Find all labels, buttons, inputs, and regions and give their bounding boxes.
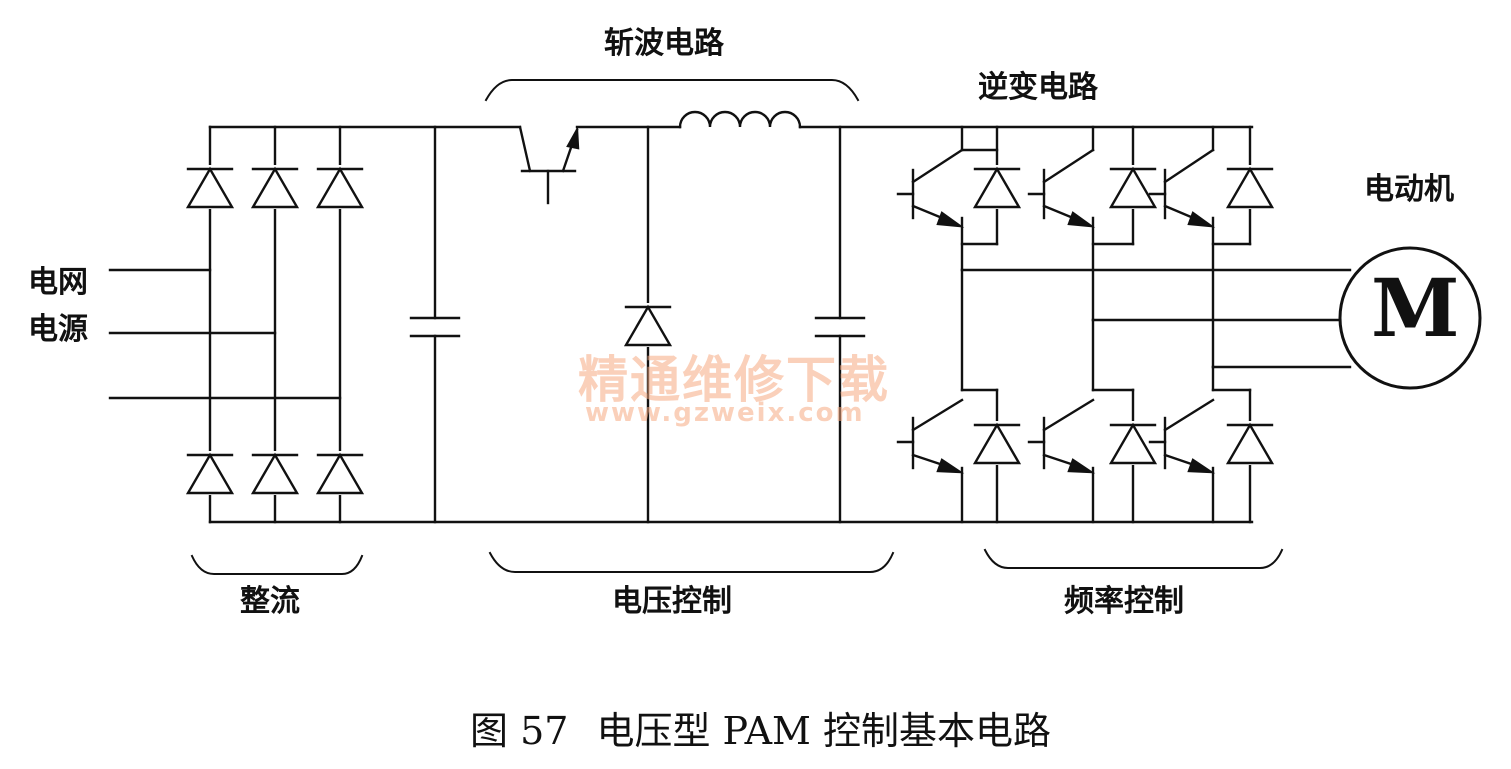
rectify-bracket	[190, 554, 364, 575]
filter-capacitor	[409, 125, 461, 524]
grid-source-label: 电网 电源	[28, 260, 88, 353]
figure-number: 图 57	[470, 709, 569, 753]
voltage-control-bracket	[488, 551, 895, 573]
motor-symbol	[1338, 246, 1482, 390]
watermark-text: 精通维修下载	[578, 351, 890, 409]
inverter-upper-leg-1	[896, 125, 1023, 272]
chopper-circuit-label: 斩波电路	[604, 26, 724, 61]
rectifier-diode	[249, 165, 301, 209]
chopper-bracket	[484, 79, 860, 102]
inverter-lower-leg-3	[1148, 388, 1276, 524]
rectifier-diode	[184, 165, 236, 209]
rectify-label: 整流	[240, 584, 300, 619]
frequency-control-bracket	[983, 548, 1284, 569]
inverter-upper-leg-2	[1027, 125, 1159, 322]
rectifier-diode	[314, 451, 366, 495]
choke-inductor	[678, 110, 1254, 129]
watermark-url: www.gzweix.com	[585, 398, 865, 428]
inverter-lower-leg-1	[896, 388, 1023, 524]
voltage-control-label: 电压控制	[612, 584, 732, 619]
motor-label: 电动机	[1364, 172, 1454, 207]
figure-title: 电压型 PAM 控制基本电路	[596, 709, 1052, 753]
rectifier-diode	[184, 451, 236, 495]
smoothing-capacitor	[814, 125, 866, 524]
inverter-circuit-label: 逆变电路	[978, 70, 1098, 105]
freewheel-diode	[622, 125, 674, 524]
motor-phase-lines	[960, 268, 1352, 392]
rectifier-bridge	[108, 125, 1254, 524]
inverter-lower-leg-2	[1027, 388, 1159, 524]
frequency-control-label: 频率控制	[1064, 584, 1184, 619]
inverter-upper-leg-3	[1148, 125, 1276, 369]
rectifier-diode	[249, 451, 301, 495]
motor-letter: M	[1371, 261, 1460, 355]
chopper-transistor	[518, 125, 682, 205]
grid-source-line-2: 电源	[28, 311, 88, 347]
rectifier-diode	[314, 165, 366, 209]
grid-source-line-1: 电网	[28, 265, 88, 300]
figure-caption: 图 57 电压型 PAM 控制基本电路	[470, 700, 1079, 755]
